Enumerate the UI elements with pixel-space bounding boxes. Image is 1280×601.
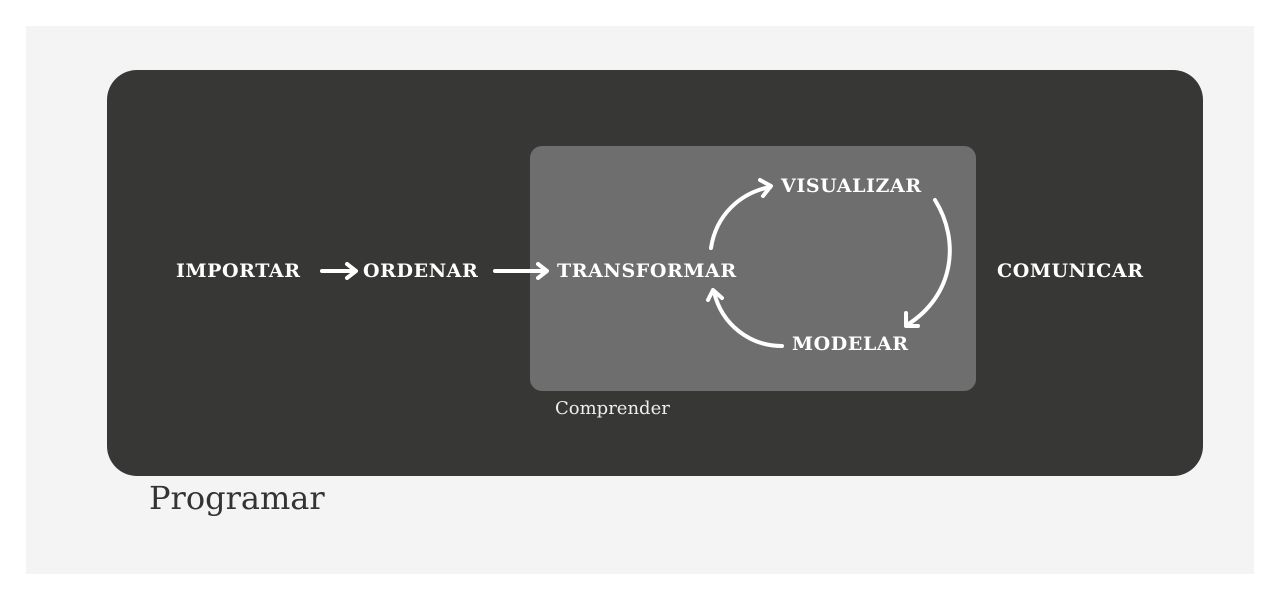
arrow-visualizar-modelar-icon [904, 198, 952, 328]
arrow-modelar-transformar-icon [706, 288, 784, 348]
step-modelar: MODELAR [792, 333, 909, 355]
arrow-ordenar-transformar-icon [493, 262, 549, 280]
step-visualizar: VISUALIZAR [781, 175, 922, 197]
step-importar: IMPORTAR [176, 260, 301, 282]
arrow-transformar-visualizar-icon [709, 178, 773, 250]
step-ordenar: ORDENAR [363, 260, 479, 282]
comprender-box [530, 146, 976, 391]
step-transformar: TRANSFORMAR [557, 260, 737, 282]
step-comunicar: COMUNICAR [997, 260, 1144, 282]
programar-label: Programar [149, 479, 325, 517]
comprender-label: Comprender [555, 398, 670, 419]
arrow-importar-ordenar-icon [320, 262, 358, 280]
